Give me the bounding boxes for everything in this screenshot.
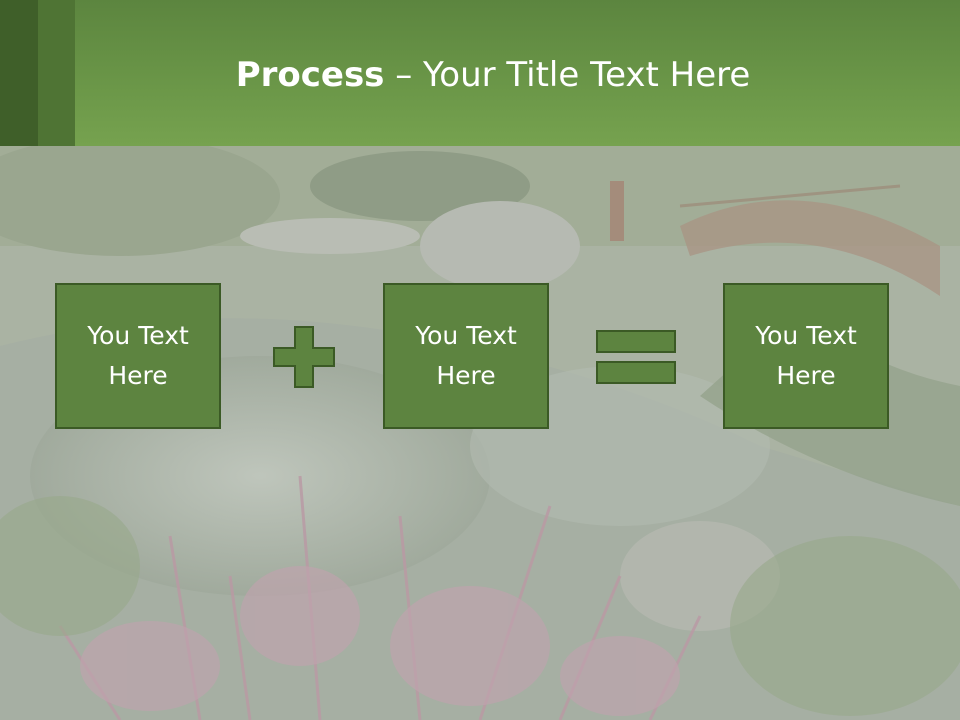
title-bold: Process (235, 55, 385, 95)
process-box-1-label: You Text Here (87, 321, 189, 390)
title-bar: Process – Your Title Text Here (0, 0, 960, 146)
title-rest: – Your Title Text Here (384, 55, 751, 95)
equals-icon (596, 330, 676, 384)
plus-icon (273, 326, 335, 388)
process-box-3-label: You Text Here (755, 321, 857, 390)
process-box-2[interactable]: You Text Here (383, 283, 549, 429)
process-box-1[interactable]: You Text Here (55, 283, 221, 429)
garden-pond-background-image (0, 146, 960, 720)
process-box-2-label: You Text Here (415, 321, 517, 390)
slide-title[interactable]: Process – Your Title Text Here (0, 52, 960, 98)
header-accent-dark (0, 0, 38, 146)
process-box-3[interactable]: You Text Here (723, 283, 889, 429)
header-accent-mid (38, 0, 75, 146)
